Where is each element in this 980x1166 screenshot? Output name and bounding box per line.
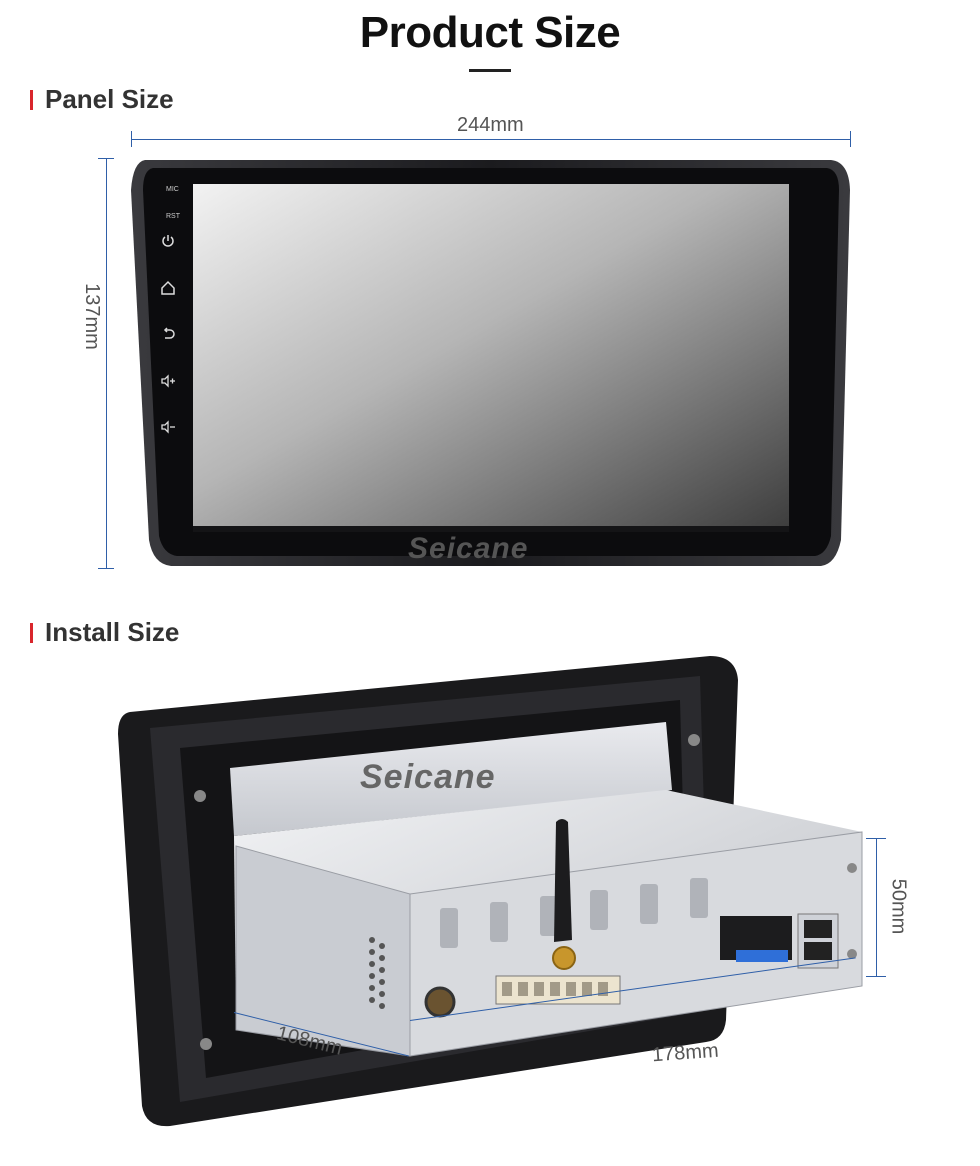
head-unit-panel <box>131 160 851 566</box>
volume-down-icon[interactable] <box>159 418 177 441</box>
panel-width-dimension-line <box>131 139 851 140</box>
power-icon[interactable] <box>159 232 177 255</box>
panel-brand-logo: Seicane <box>408 532 529 565</box>
panel-size-heading: Panel Size <box>30 84 174 115</box>
install-width-label: 178mm <box>651 1039 720 1067</box>
panel-width-label: 244mm <box>457 114 524 136</box>
title-underline <box>469 69 511 72</box>
panel-size-heading-label: Panel Size <box>45 84 174 114</box>
panel-height-label: 137mm <box>80 283 103 350</box>
volume-up-icon[interactable] <box>159 372 177 395</box>
install-chassis-illustration <box>110 650 910 1130</box>
panel-width-left-tick <box>131 131 132 147</box>
mic-label: MIC <box>166 186 179 193</box>
rst-label: RST <box>166 213 180 220</box>
panel-height-dimension-line <box>106 158 107 569</box>
home-icon[interactable] <box>159 279 177 302</box>
install-height-top-tick <box>866 838 886 839</box>
page-title: Product Size <box>359 8 621 57</box>
install-size-heading: Install Size <box>30 617 179 648</box>
panel-height-top-tick <box>98 158 114 159</box>
panel-height-bottom-tick <box>98 568 114 569</box>
heading-accent-bar <box>30 622 33 643</box>
install-size-heading-label: Install Size <box>45 617 180 647</box>
install-height-bottom-tick <box>866 976 886 977</box>
install-height-dimension-line <box>876 838 877 976</box>
install-brand-logo: Seicane <box>360 758 496 796</box>
heading-accent-bar <box>30 89 33 110</box>
back-icon[interactable] <box>159 325 177 348</box>
panel-width-right-tick <box>850 131 851 147</box>
install-height-label: 50mm <box>887 878 910 935</box>
